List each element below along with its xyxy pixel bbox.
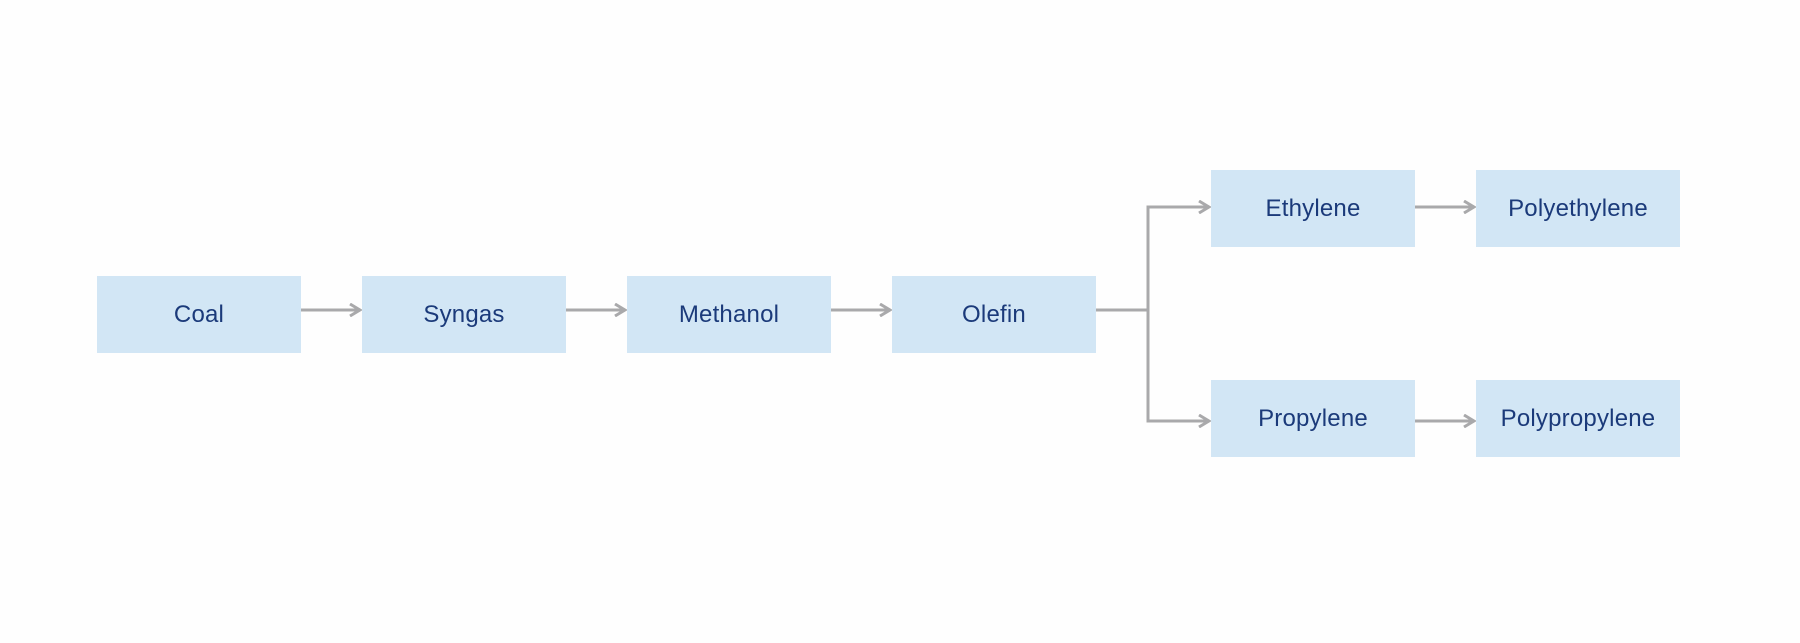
node-methanol: Methanol (627, 276, 831, 353)
node-syngas: Syngas (362, 276, 566, 353)
node-label-olefin: Olefin (962, 300, 1026, 328)
arrow-olefin-to-propylene (1146, 310, 1209, 421)
node-label-coal: Coal (173, 300, 225, 328)
node-propylene: Propylene (1211, 380, 1415, 457)
node-polypropylene: Polypropylene (1476, 380, 1680, 457)
node-olefin: Olefin (892, 276, 1096, 353)
node-label-propylene: Propylene (1258, 404, 1368, 432)
node-label-syngas: Syngas (423, 300, 505, 328)
node-label-methanol: Methanol (678, 300, 780, 328)
node-polyethylene: Polyethylene (1476, 170, 1680, 247)
node-label-polyethylene: Polyethylene (1508, 194, 1648, 222)
node-label-ethylene: Ethylene (1265, 194, 1361, 222)
node-ethylene: Ethylene (1211, 170, 1415, 247)
arrow-olefin-to-ethylene (1146, 207, 1209, 310)
node-label-polypropylene: Polypropylene (1500, 404, 1656, 432)
node-coal: Coal (97, 276, 301, 353)
